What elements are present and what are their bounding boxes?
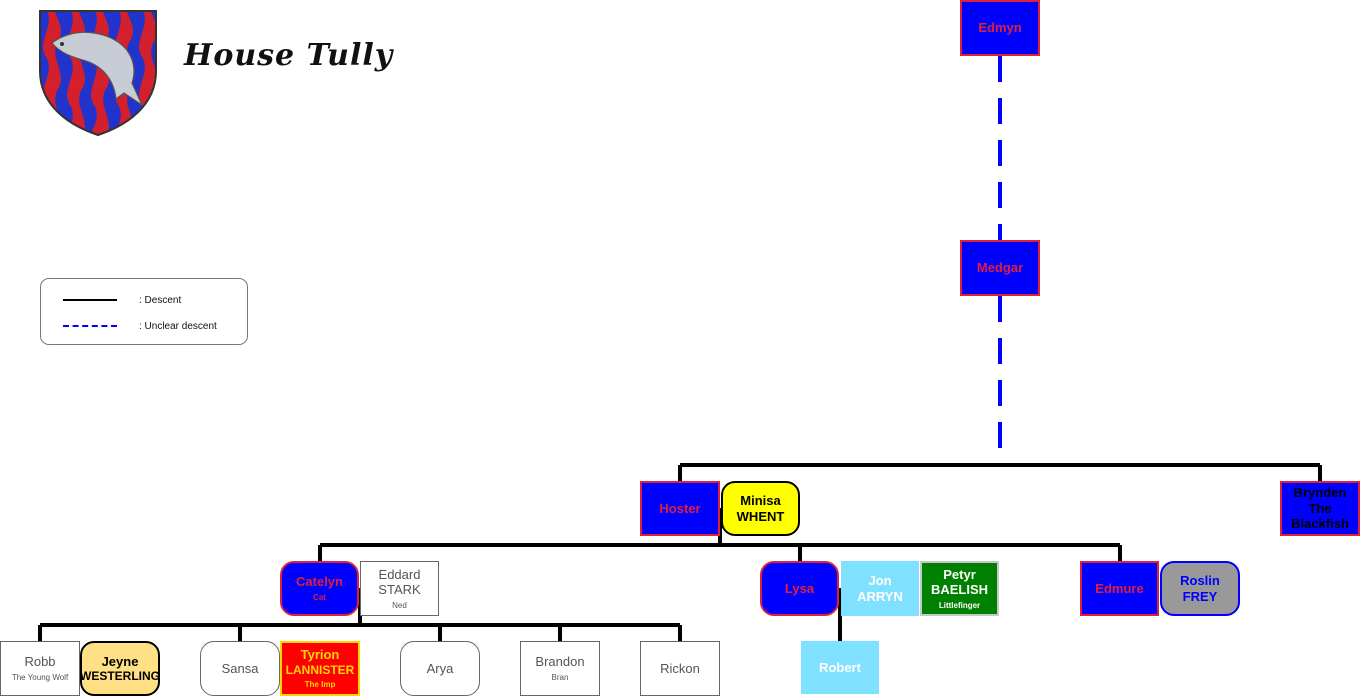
person-house: FREY — [1182, 588, 1218, 604]
person-minisa[interactable]: Minisa WHENT — [721, 481, 800, 536]
person-name: Tyrion — [300, 647, 340, 663]
person-name: Lysa — [784, 580, 815, 596]
person-robert[interactable]: Robert — [801, 641, 879, 694]
person-epithet: The Imp — [304, 680, 336, 690]
person-sansa[interactable]: Sansa — [200, 641, 280, 696]
person-edmure[interactable]: Edmure — [1080, 561, 1159, 616]
legend-unclear-label: : Unclear descent — [139, 320, 217, 332]
legend: : Descent : Unclear descent — [40, 278, 248, 345]
house-tully-crest — [39, 10, 157, 137]
person-epithet: The Young Wolf — [11, 673, 69, 682]
person-name: Hoster — [659, 500, 701, 516]
person-rickon[interactable]: Rickon — [640, 641, 720, 696]
person-eddard[interactable]: Eddard STARK Ned — [360, 561, 439, 616]
person-roslin[interactable]: Roslin FREY — [1160, 561, 1240, 616]
person-house: ARRYN — [857, 588, 903, 604]
person-name: Eddard — [378, 566, 421, 582]
person-house: LANNISTER — [285, 662, 355, 677]
legend-descent-row: : Descent — [63, 293, 181, 307]
person-name: Jeyne — [101, 653, 139, 669]
page-title: House Tully — [184, 38, 394, 73]
person-robb[interactable]: Robb The Young Wolf — [0, 641, 80, 696]
person-name: Robert — [819, 659, 861, 675]
person-epithet: Cat — [313, 593, 326, 602]
person-name: Robb — [24, 654, 56, 670]
person-name: Edmure — [1095, 580, 1144, 596]
person-name: Arya — [426, 660, 454, 676]
person-tyrion[interactable]: Tyrion LANNISTER The Imp — [280, 641, 360, 696]
person-catelyn[interactable]: Catelyn Cat — [280, 561, 359, 616]
person-name: Minisa — [740, 492, 781, 508]
person-name: Jon — [868, 572, 892, 588]
person-name: Roslin — [1180, 572, 1220, 588]
person-medgar[interactable]: Medgar — [960, 240, 1040, 296]
person-petyr[interactable]: Petyr BAELISH Littlefinger — [920, 561, 999, 616]
legend-descent-label: : Descent — [139, 294, 182, 306]
person-house: STARK — [378, 582, 421, 598]
person-house: WHENT — [736, 508, 785, 524]
person-epithet: Bran — [551, 673, 569, 682]
person-name: Brynden — [1293, 485, 1347, 501]
person-lysa[interactable]: Lysa — [760, 561, 839, 616]
person-name: Medgar — [976, 260, 1024, 276]
person-name: Catelyn — [296, 574, 343, 590]
legend-unclear-row: : Unclear descent — [63, 319, 217, 333]
person-edmyn[interactable]: Edmyn — [960, 0, 1040, 56]
legend-dashed-line — [63, 325, 117, 327]
person-epithet: The Blackfish — [1291, 500, 1349, 532]
person-jeyne[interactable]: Jeyne WESTERLING — [80, 641, 160, 696]
person-brandon[interactable]: Brandon Bran — [520, 641, 600, 696]
person-arya[interactable]: Arya — [400, 641, 480, 696]
person-epithet: Ned — [392, 600, 407, 610]
person-hoster[interactable]: Hoster — [640, 481, 720, 536]
legend-solid-line — [63, 299, 117, 301]
person-jon[interactable]: Jon ARRYN — [841, 561, 919, 616]
person-house: BAELISH — [930, 582, 989, 598]
person-name: Petyr — [943, 566, 976, 582]
person-name: Edmyn — [978, 20, 1022, 36]
person-name: Brandon — [535, 654, 585, 670]
person-house: WESTERLING — [80, 669, 160, 684]
person-name: Sansa — [221, 660, 259, 676]
person-epithet: Littlefinger — [938, 600, 981, 610]
person-name: Rickon — [660, 660, 700, 676]
person-brynden[interactable]: Brynden The Blackfish — [1280, 481, 1360, 536]
